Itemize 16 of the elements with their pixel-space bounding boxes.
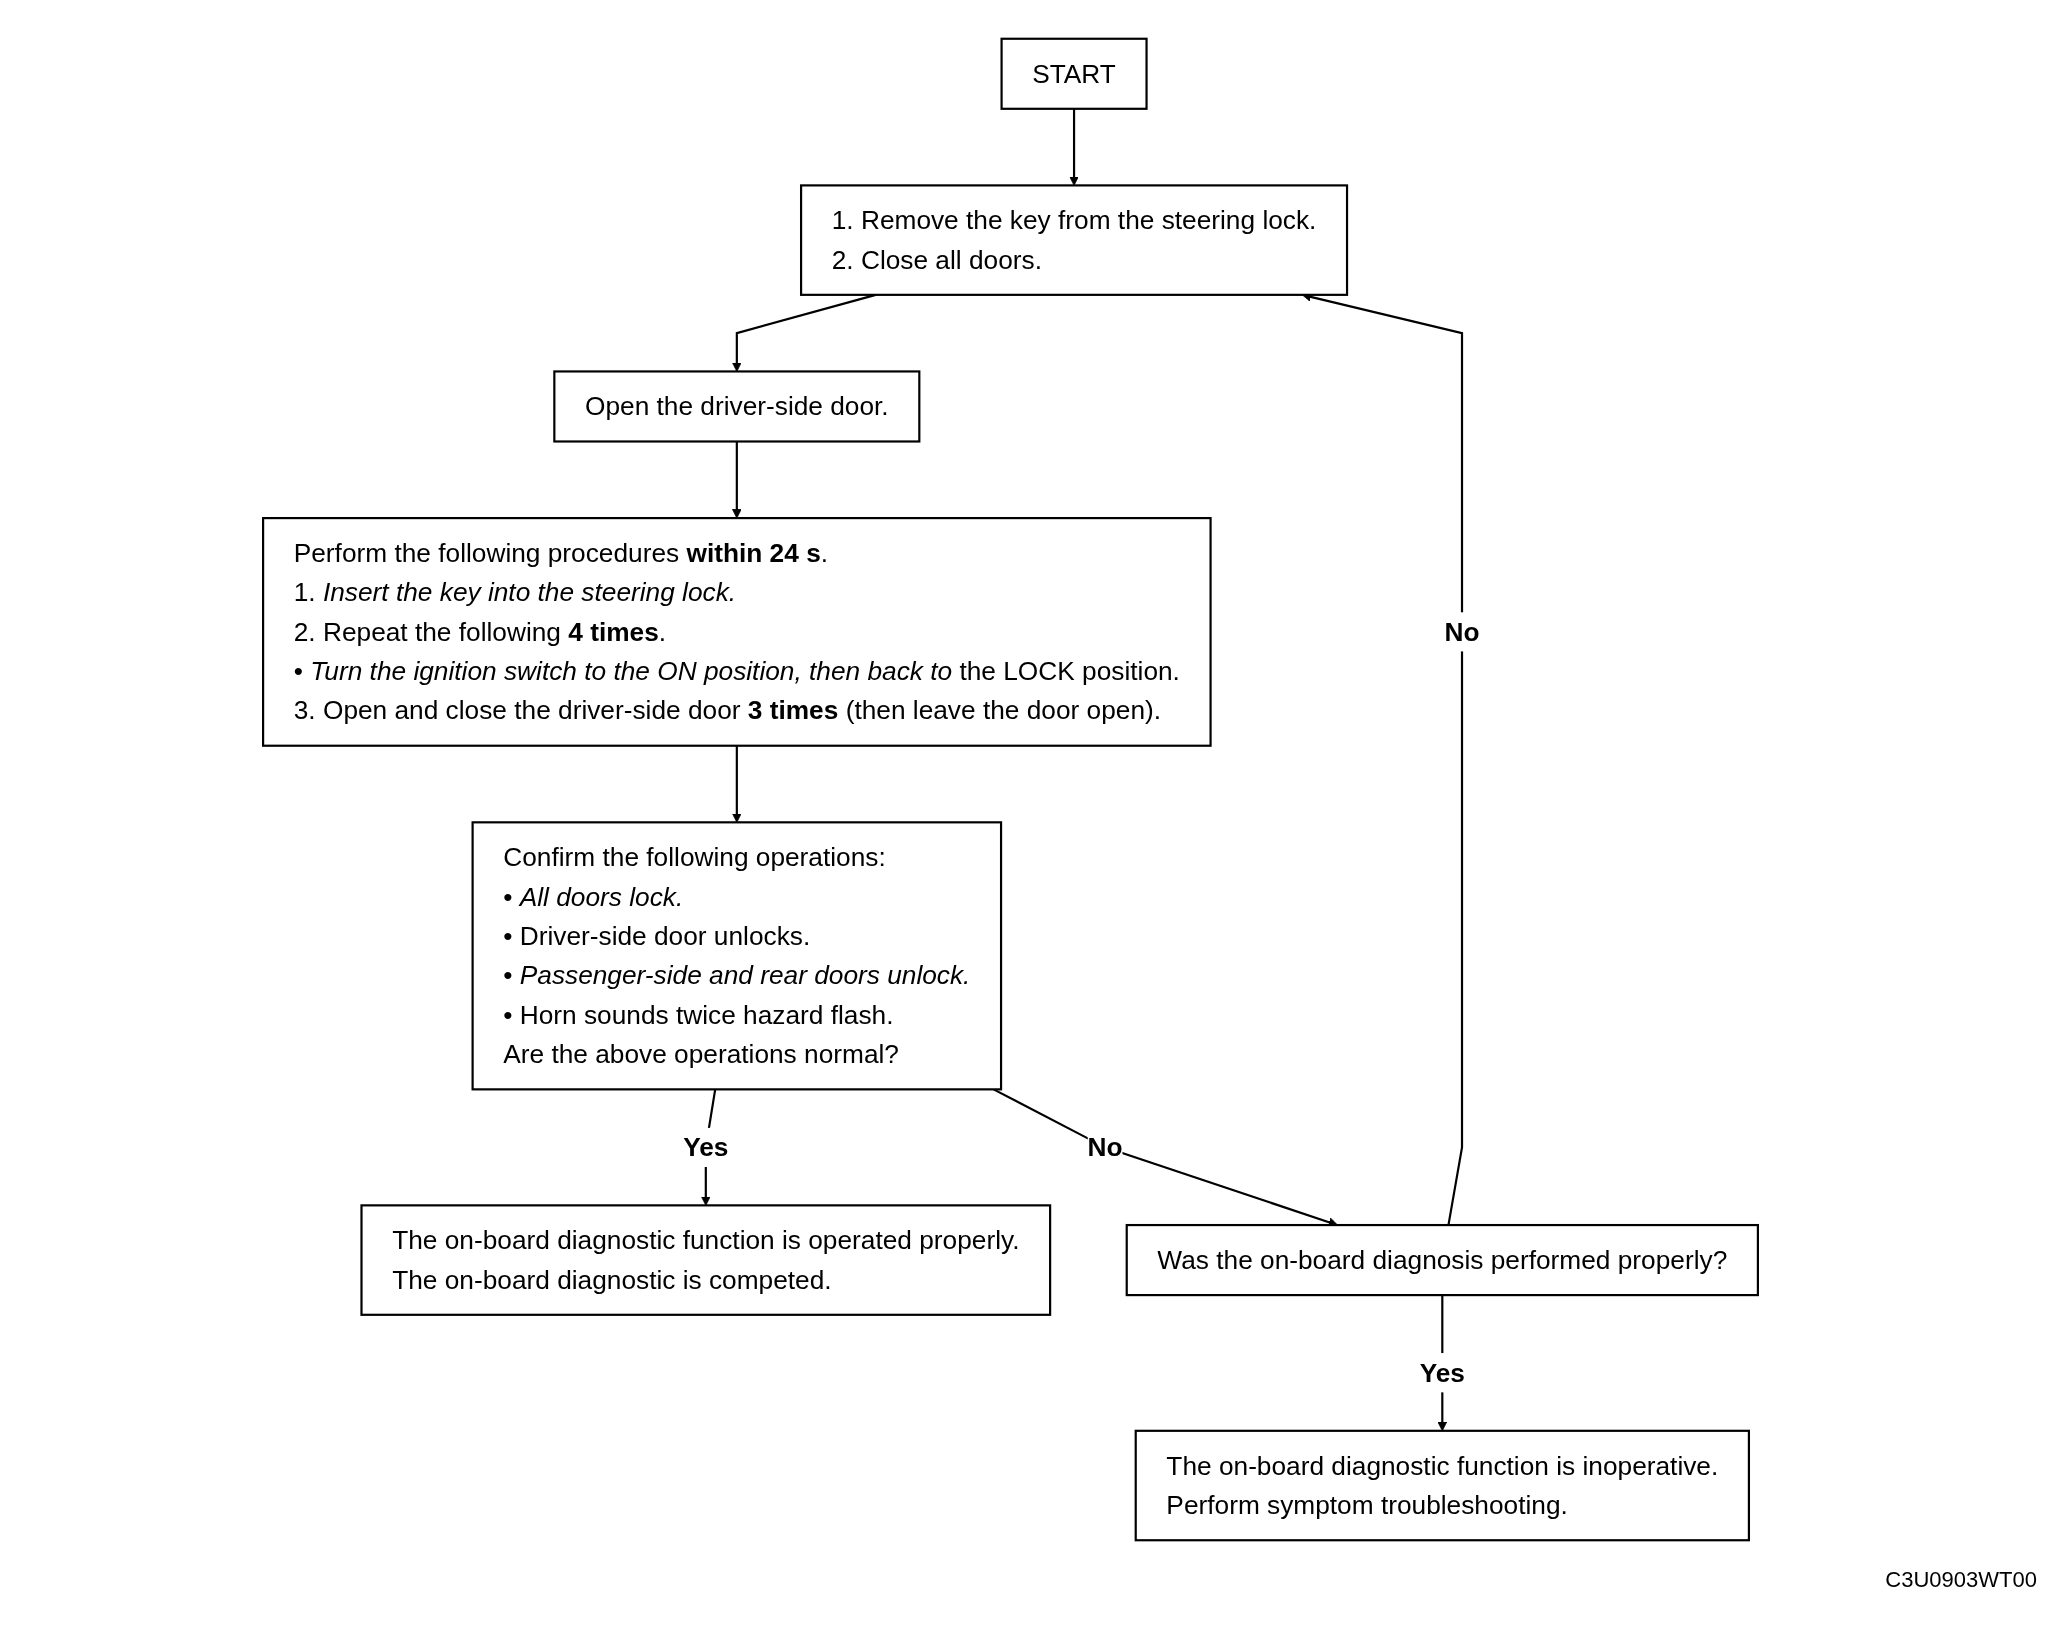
arrow bbox=[1068, 108, 1079, 186]
edge-label: No bbox=[1087, 1132, 1123, 1162]
node-box: The on-board diagnostic function is inoperative. Perform symptom troubleshooting. bbox=[1134, 1429, 1750, 1542]
node-box: Open the driver-side door. bbox=[552, 370, 920, 443]
arrow bbox=[731, 745, 742, 823]
node-box: The on-board diagnostic function is operated properly. The on-board diagnostic is competed. bbox=[359, 1204, 1051, 1316]
node-box: Perform the following procedures within 24 s. 1. Insert the key into the steering lock. 2. Repeat the following 4 times. • Turn the ignition switch to the ON position, then back to the LOCK position. 3. Open and close the driver-side door 3 times (then leave the door open). bbox=[261, 517, 1212, 747]
arrow bbox=[731, 441, 742, 519]
node-box: START bbox=[1000, 37, 1148, 110]
drawing-code: C3U0903WT00 bbox=[1885, 1567, 2037, 1593]
edge-label: Yes bbox=[1419, 1357, 1465, 1388]
node-box: Confirm the following operations: • All doors lock. • Driver-side door unlocks. • Passenger-side and rear doors unlock. • Horn sounds twice hazard flash. Are the above operations normal? bbox=[471, 821, 1002, 1091]
node-box: Was the on-board diagnosis performed properly? bbox=[1125, 1223, 1759, 1297]
edge-label: No bbox=[1444, 616, 1480, 647]
edge-label: Yes bbox=[682, 1132, 728, 1162]
node-box: 1. Remove the key from the steering lock. 2. Close all doors. bbox=[799, 184, 1348, 296]
